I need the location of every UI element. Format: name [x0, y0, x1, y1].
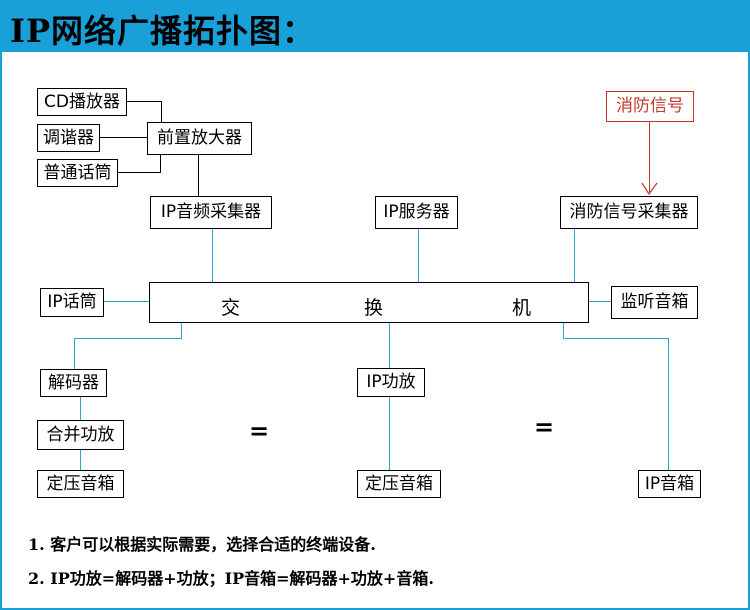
link-line	[74, 338, 75, 369]
link-line	[104, 301, 149, 302]
note-line: 1. 客户可以根据实际需要，选择合适的终端设备.	[28, 535, 376, 554]
connector	[100, 137, 148, 138]
connector	[161, 101, 162, 123]
note-line: 2. IP功放=解码器+功放；IP音箱=解码器+功放+音箱.	[28, 569, 434, 588]
monitor-speaker-box: 监听音箱	[611, 286, 698, 319]
link-line	[668, 338, 669, 470]
switch-label: 机	[512, 297, 532, 319]
link-line	[389, 397, 390, 470]
link-line	[389, 323, 390, 368]
switch-label: 交	[221, 297, 241, 319]
connector	[198, 155, 199, 197]
switch-box	[149, 282, 589, 323]
ip-mic-box: IP话筒	[40, 288, 104, 317]
link-line	[181, 323, 182, 339]
connector	[127, 101, 161, 102]
fire-collector-box: 消防信号采集器	[560, 196, 698, 229]
speaker-mid-box: 定压音箱	[357, 470, 441, 498]
link-line	[589, 301, 611, 302]
link-line	[418, 229, 419, 282]
ip-amp-box: IP功放	[357, 368, 425, 397]
equals-sign: =	[534, 413, 555, 441]
mic-box: 普通话筒	[37, 159, 118, 187]
link-line	[574, 229, 575, 282]
ip-server-box: IP服务器	[375, 196, 458, 229]
preamp-box: 前置放大器	[147, 122, 252, 155]
tuner-box: 调谐器	[37, 124, 100, 152]
link-line	[563, 338, 668, 339]
cd-player-box: CD播放器	[37, 88, 127, 116]
fire-signal-box: 消防信号	[606, 91, 694, 122]
decoder-box: 解码器	[40, 369, 107, 397]
page-title: IP网络广播拓扑图：	[10, 12, 316, 50]
link-line	[563, 323, 564, 338]
link-line	[74, 338, 182, 339]
ip-speaker-box: IP音箱	[638, 470, 701, 498]
combined-amp-box: 合并功放	[37, 420, 124, 450]
fire-signal-arrow	[649, 122, 650, 192]
equals-sign: =	[249, 417, 270, 445]
arrow-head-icon	[641, 182, 658, 196]
link-line	[80, 397, 81, 420]
title-bar: IP网络广播拓扑图：	[0, 0, 750, 52]
ip-audio-collector-box: IP音频采集器	[150, 196, 272, 229]
speaker-left-box: 定压音箱	[37, 470, 124, 498]
connector	[160, 155, 161, 173]
connector	[118, 172, 160, 173]
link-line	[80, 450, 81, 470]
switch-label: 换	[364, 297, 384, 319]
link-line	[212, 229, 213, 282]
